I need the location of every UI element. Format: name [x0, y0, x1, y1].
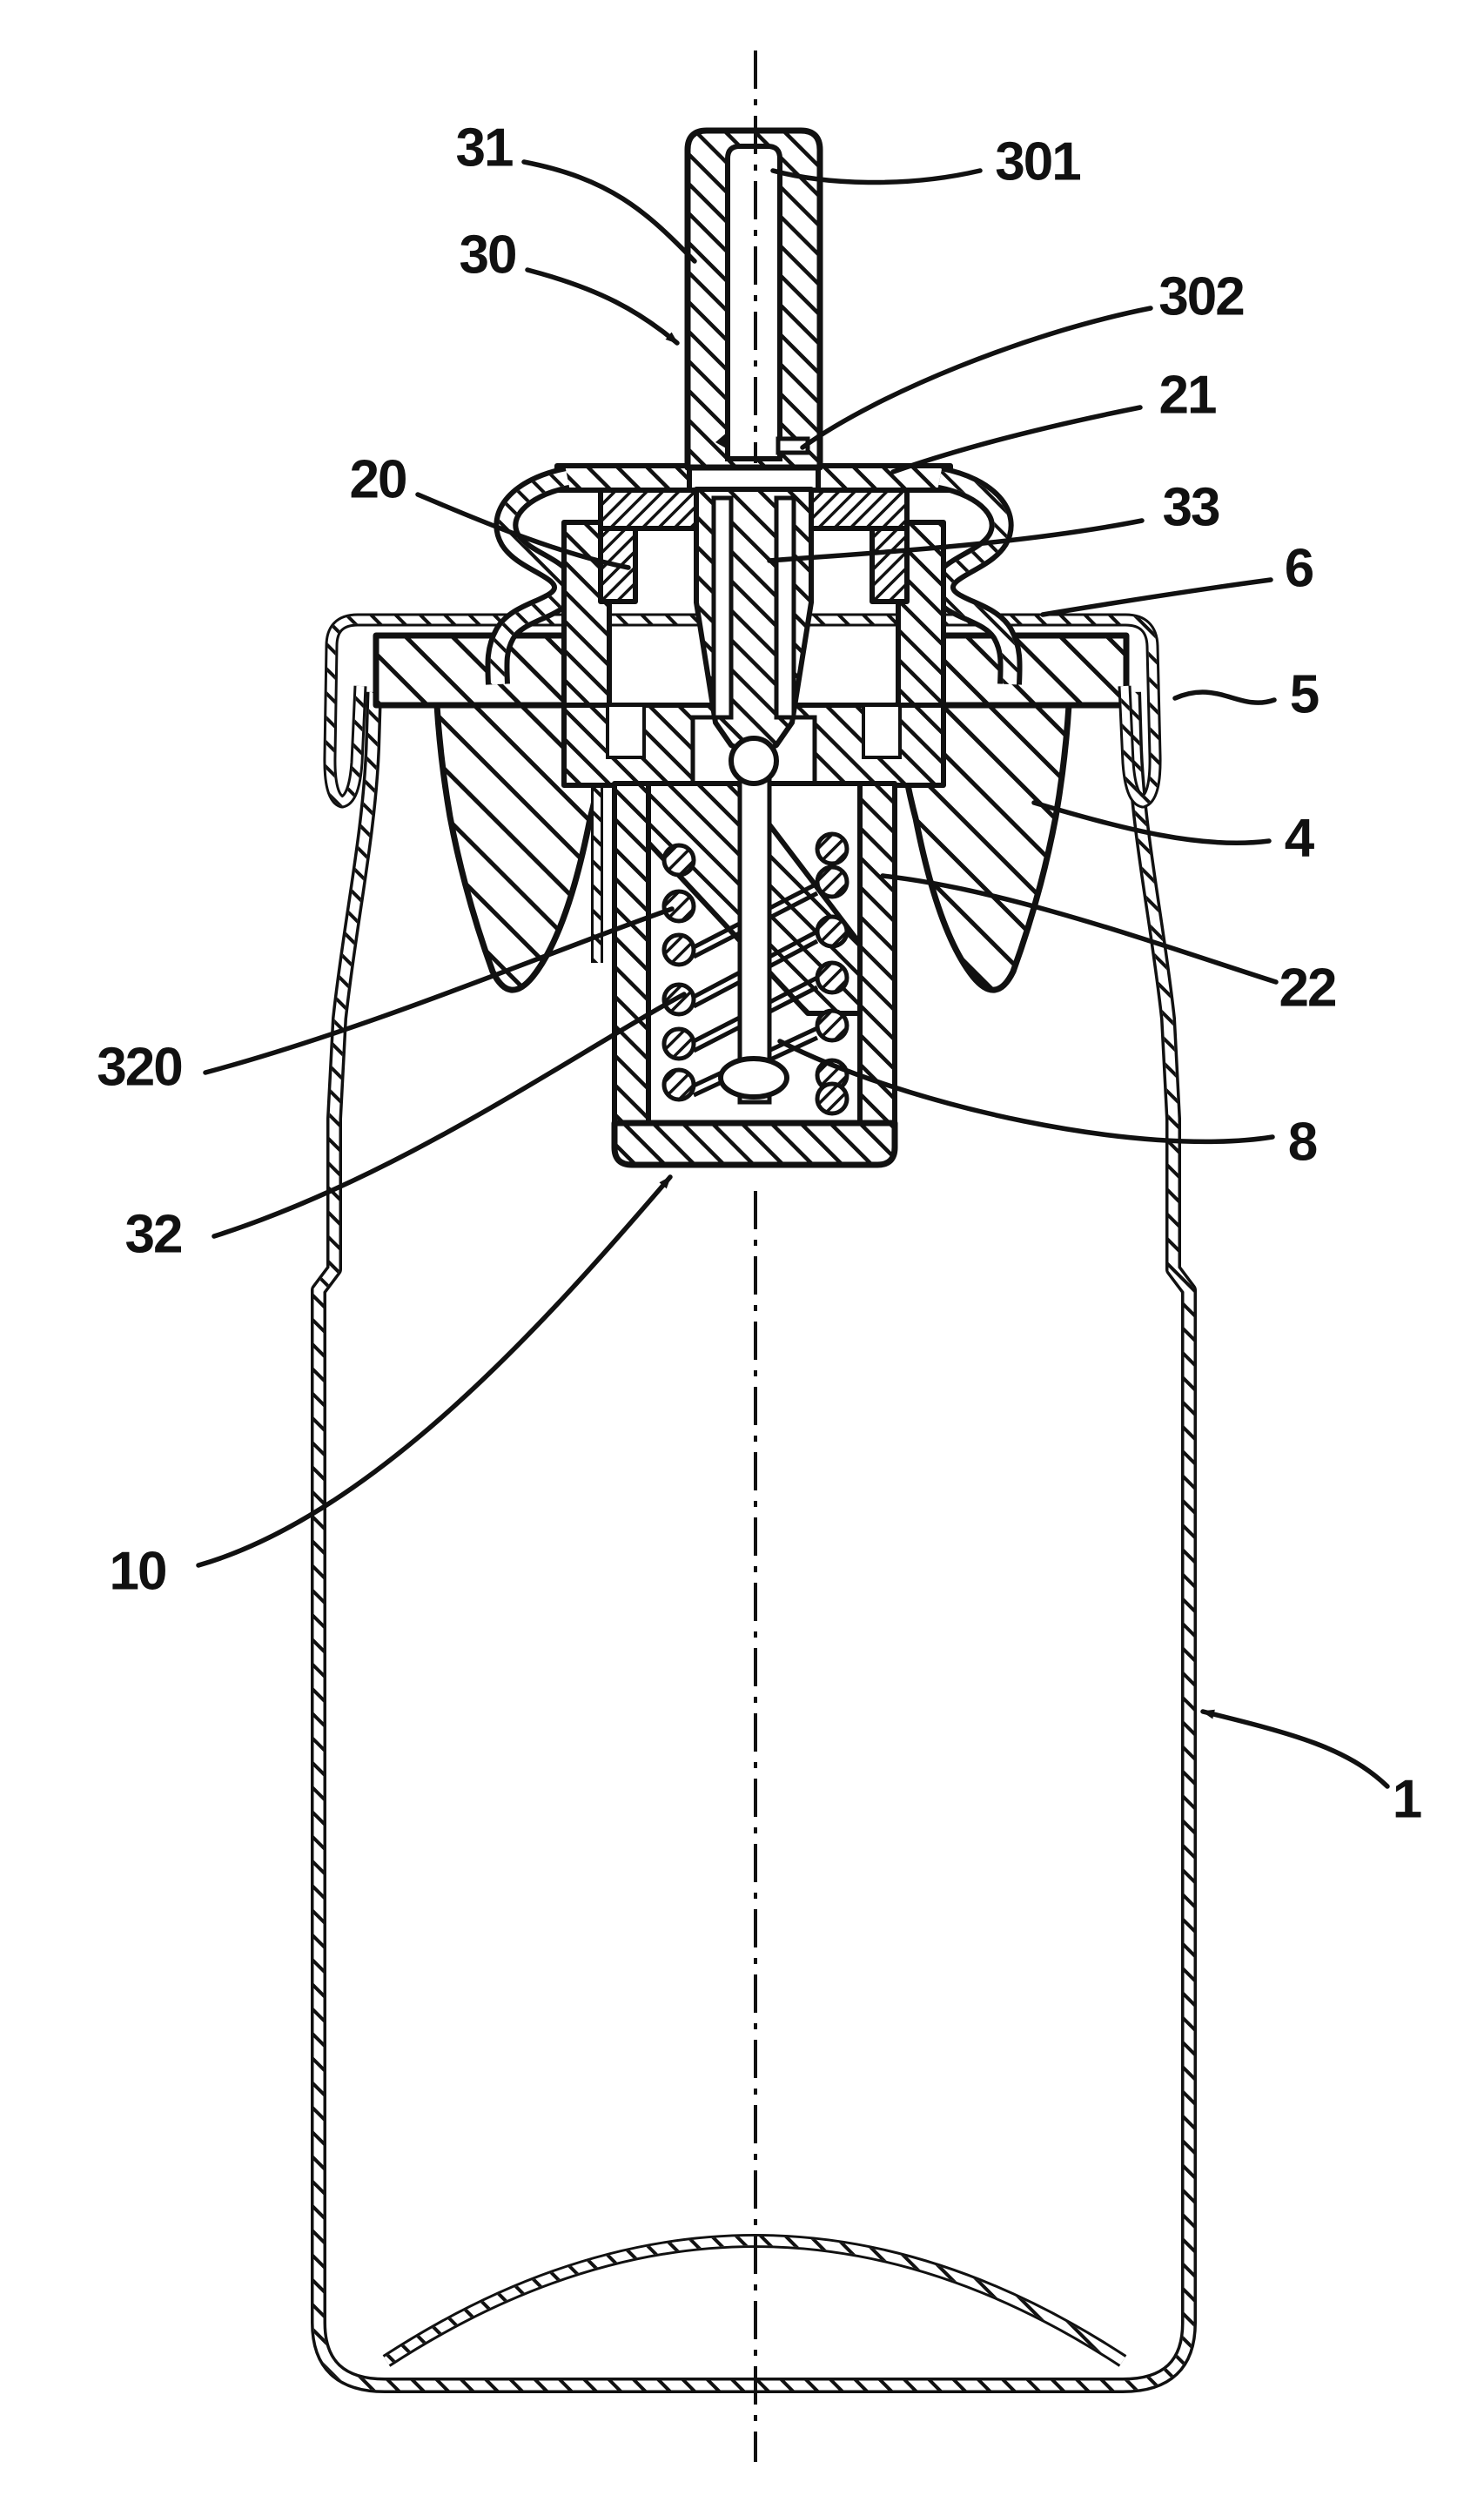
annotations: 31 30 20 320 32 10 301 302 21 33 6 5 4 22 8 1 [97, 118, 1422, 1830]
leader-line-5 [1172, 689, 1277, 705]
fitting-collar-band-right [809, 488, 910, 531]
leader-line-1 [1200, 1709, 1390, 1789]
ref-label-4: 4 [1285, 809, 1315, 869]
stem-slot-right [774, 495, 796, 720]
leader-line-22 [880, 873, 1279, 985]
ref-label-320: 320 [97, 1038, 181, 1098]
ref-label-22: 22 [1279, 959, 1336, 1019]
chamber-wall-left [612, 781, 651, 1126]
leader-line-8 [777, 1039, 1275, 1145]
drawing [311, 50, 1197, 2462]
leader-line-32 [212, 992, 687, 1239]
housing-channel-left [606, 703, 646, 759]
housing-bottom [611, 1120, 898, 1168]
leader-line-6 [1040, 577, 1273, 617]
leader-line-4 [1031, 800, 1272, 846]
leader-line-21 [890, 405, 1143, 474]
ref-label-33: 33 [1163, 478, 1219, 538]
valve-ball [729, 736, 779, 786]
ref-label-10: 10 [110, 1542, 166, 1602]
ref-label-6: 6 [1285, 539, 1313, 599]
housing-column-right [896, 520, 946, 710]
fitting-collar-band-left [598, 488, 699, 531]
leader-line-302 [800, 306, 1153, 450]
leader-line-20 [415, 492, 631, 570]
housing-channel-right [862, 703, 902, 759]
spring-coils [661, 831, 849, 1116]
leader-line-301 [770, 168, 983, 185]
ref-label-32: 32 [125, 1205, 182, 1265]
ref-label-8: 8 [1288, 1113, 1317, 1173]
stem-slot-left [711, 495, 734, 720]
dome-plate-left [554, 463, 692, 493]
fitting-collar-leg-right [870, 526, 910, 604]
valve-pin-foot [718, 1056, 789, 1100]
leader-line-30 [525, 267, 680, 346]
leader-line-10 [196, 1174, 673, 1568]
nozzle-bore [725, 144, 782, 461]
ref-label-5: 5 [1290, 665, 1319, 725]
ref-label-30: 30 [460, 225, 516, 286]
leader-line-33 [767, 518, 1145, 563]
ref-label-1: 1 [1393, 1770, 1421, 1830]
ref-label-301: 301 [995, 132, 1080, 192]
ref-label-21: 21 [1159, 366, 1216, 426]
ref-label-31: 31 [456, 118, 513, 178]
chamber-wall-right [857, 781, 897, 1126]
dome-plate-right [816, 463, 953, 493]
fitting-collar-leg-left [598, 526, 638, 604]
leader-line-320 [203, 906, 675, 1075]
ref-label-20: 20 [350, 450, 406, 510]
valve-pin-channel [737, 758, 772, 1105]
leader-line-31 [521, 159, 697, 264]
ref-label-302: 302 [1158, 267, 1243, 327]
bore-notch [715, 432, 728, 449]
